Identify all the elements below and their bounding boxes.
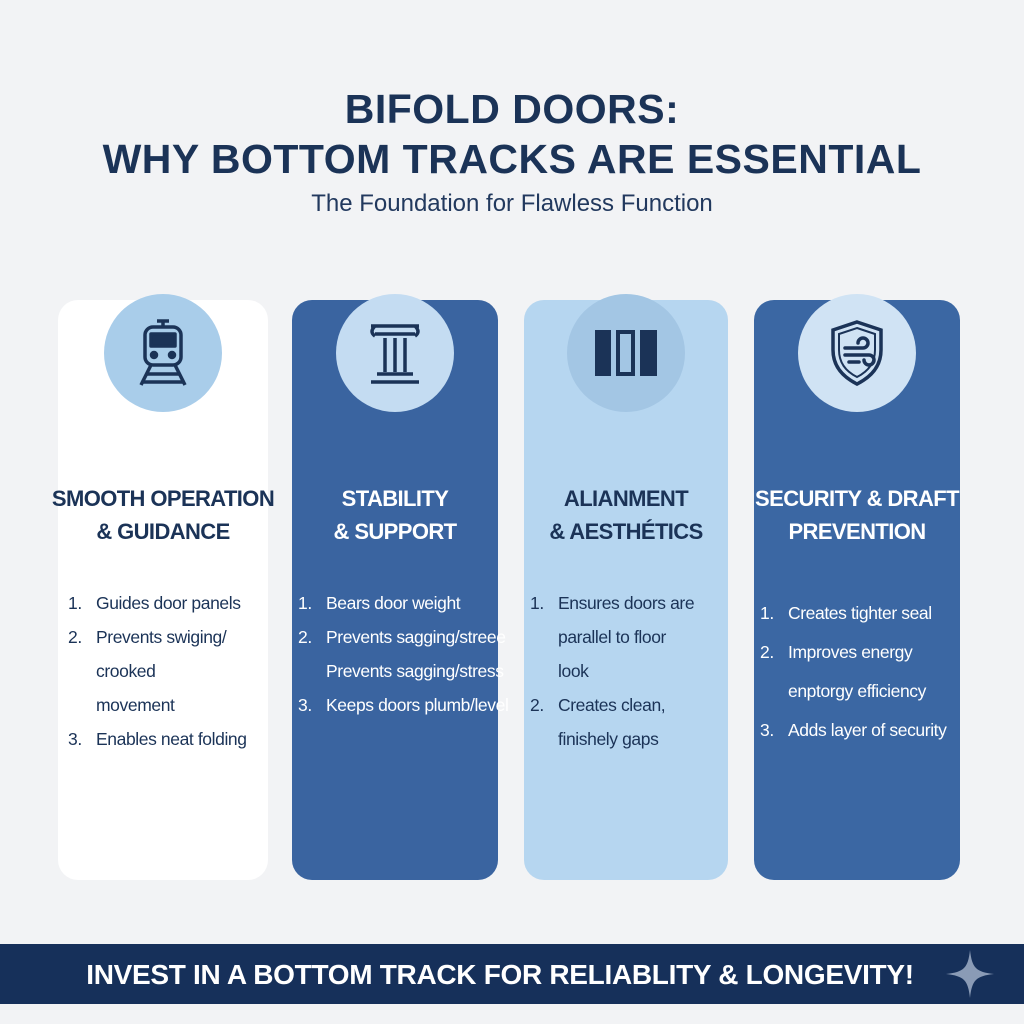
- icon-circle: [104, 294, 222, 412]
- icon-circle: [336, 294, 454, 412]
- list-item: crooked: [96, 661, 156, 681]
- card-smooth-operation: SMOOTH OPERATION& GUIDANCE 1.Guides door…: [52, 294, 275, 880]
- card-list: 1.Bears door weight 2.Prevents sagging/s…: [298, 586, 509, 722]
- card-title: STABILITY& SUPPORT: [333, 486, 458, 544]
- page-title-line1: BIFOLD DOORS:: [344, 86, 680, 132]
- list-item: movement: [96, 695, 175, 715]
- icon-circle: [567, 294, 685, 412]
- card-alignment: ALIANMENT& AESTHÉTICS 1.Ensures doors ar…: [524, 294, 728, 880]
- footer-text: INVEST IN A BOTTOM TRACK FOR RELIABLITY …: [86, 959, 914, 990]
- card-title: SMOOTH OPERATION& GUIDANCE: [51, 486, 275, 544]
- list-item: 2.Prevents swiging/: [68, 627, 227, 647]
- list-item: 3.Keeps doors plumb/level: [298, 695, 509, 715]
- list-item: enptorgy efficiency: [788, 681, 926, 701]
- train-on-track-icon: [139, 319, 187, 386]
- card-list: 1.Creates tighter seal 2.Improves energy…: [760, 594, 960, 750]
- list-item: 2.Creates clean,: [530, 695, 666, 715]
- card-list: 1.Guides door panels 2.Prevents swiging/…: [68, 586, 268, 756]
- page-title-line2: WHY BOTTOM TRACKS ARE ESSENTIAL: [102, 136, 922, 182]
- card-stability: STABILITY& SUPPORT 1.Bears door weight 2…: [292, 294, 509, 880]
- card-title: ALIANMENT& AESTHÉTICS: [549, 486, 703, 544]
- list-item: 1.Guides door panels: [68, 593, 241, 613]
- list-item: 2.Prevents sagging/streee: [298, 627, 506, 647]
- list-item: 3.Enables neat folding: [68, 729, 247, 749]
- list-item: Prevents sagging/stress: [326, 661, 504, 681]
- list-item: 2.Improves energy: [760, 642, 913, 662]
- list-item: finishely gaps: [558, 729, 659, 749]
- sparkle-icon: [946, 950, 994, 998]
- list-item: 3.Adds layer of security: [760, 720, 947, 740]
- list-item: parallel to floor: [558, 627, 666, 647]
- shield-wind-icon: [831, 320, 883, 386]
- pillar-icon: [370, 324, 420, 384]
- page-subtitle: The Foundation for Flawless Function: [311, 190, 713, 217]
- list-item: 1.Ensures doors are: [530, 593, 695, 613]
- list-item: look: [558, 661, 589, 681]
- door-panels-icon: [595, 330, 657, 376]
- list-item: 1.Creates tighter seal: [760, 603, 932, 623]
- list-item: 1.Bears door weight: [298, 593, 461, 613]
- footer-banner: INVEST IN A BOTTOM TRACK FOR RELIABLITY …: [0, 944, 1024, 1004]
- card-list: 1.Ensures doors are parallel to floor lo…: [530, 586, 728, 756]
- icon-circle: [798, 294, 916, 412]
